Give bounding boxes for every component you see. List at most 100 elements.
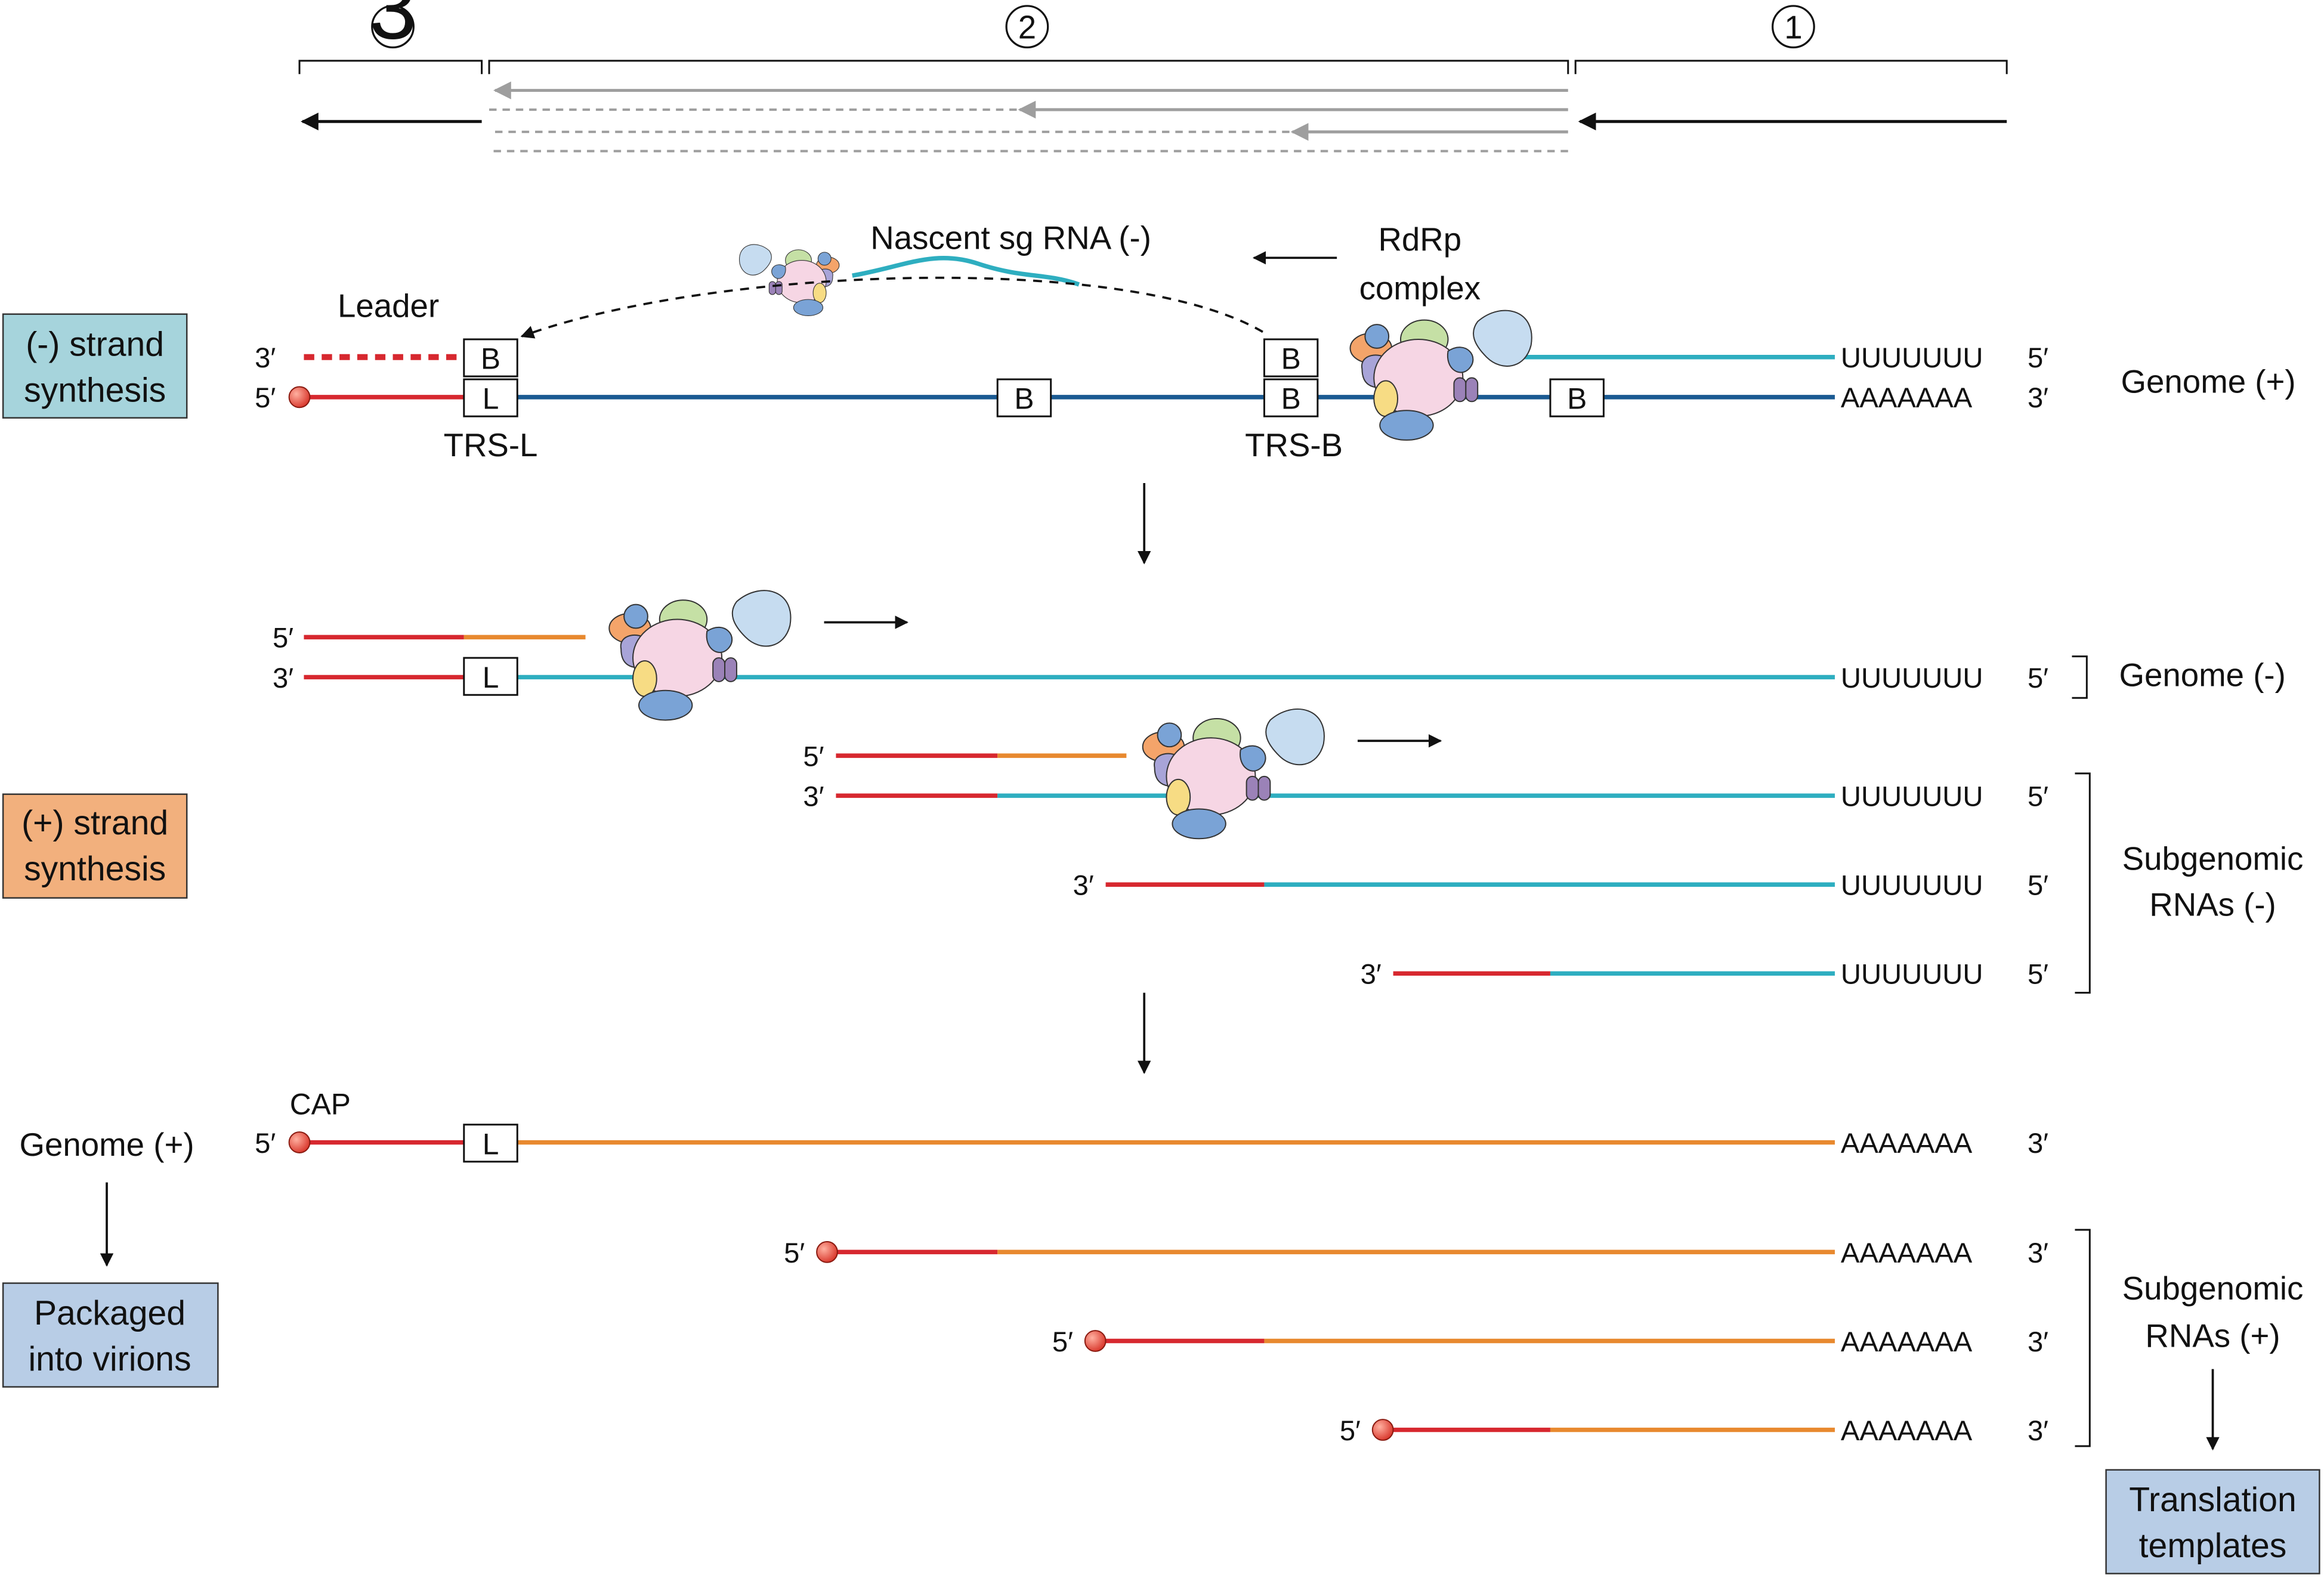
- genome-plus-label: Genome (+): [2121, 363, 2296, 400]
- genome-minus-label: Genome (-): [2119, 657, 2285, 693]
- tag-plus-line2: synthesis: [24, 850, 166, 888]
- box-l-product: [463, 1124, 518, 1163]
- sgp1-cap-icon: [816, 1241, 838, 1263]
- box-b-right: [1549, 378, 1605, 417]
- rdrp-label-line1: RdRp: [1378, 221, 1461, 258]
- box-b-trs-upper-text: B: [1281, 342, 1301, 376]
- sg-minus-label-line2: RNAs (-): [2149, 886, 2276, 923]
- box-b-leader-text: B: [481, 342, 500, 376]
- bracket-3: [298, 60, 483, 75]
- sg-plus-label-line1: Subgenomic: [2122, 1270, 2304, 1307]
- g-minus-5prime: 5′: [273, 623, 293, 654]
- sgp3-polya: AAAAAAA: [1841, 1415, 1973, 1447]
- bracket-sg-minus: [2075, 772, 2091, 994]
- sg1-polyu: UUUUUUU: [1841, 781, 1983, 813]
- top-scheme: 3 2 1: [298, 0, 2008, 153]
- polya-label: AAAAAAA: [1841, 382, 1973, 414]
- product-genome-polya: AAAAAAA: [1841, 1128, 1973, 1159]
- stage-products: Genome (+) Packaged into virions CAP L 5…: [2, 1087, 2320, 1574]
- box-l-product-text: L: [483, 1127, 499, 1161]
- stage-plus-synthesis: (+) strand synthesis L 5′ 3′ UUUUUUU 5′ …: [2, 590, 2304, 1075]
- tag-translation: [2105, 1469, 2320, 1574]
- rdrp-label-line2: complex: [1359, 270, 1481, 307]
- label-5prime-right: 5′: [2028, 342, 2048, 374]
- product-genome-3prime: 3′: [2028, 1128, 2048, 1159]
- box-l-text: L: [483, 382, 499, 416]
- box-l-genome-minus-text: L: [483, 661, 499, 694]
- sg3-5prime-right: 5′: [2028, 959, 2048, 991]
- g-minus-polyu: UUUUUUU: [1841, 663, 1983, 694]
- trs-l-label: TRS-L: [444, 427, 538, 463]
- label-3prime: 3′: [255, 342, 276, 374]
- genome-plus-product-label: Genome (+): [19, 1127, 194, 1163]
- translation-line2: templates: [2139, 1527, 2287, 1565]
- bracket-sg-plus: [2075, 1229, 2091, 1447]
- step-2-circle: [1005, 5, 1049, 49]
- box-l: [463, 378, 518, 417]
- sg2-3prime: 3′: [1073, 870, 1094, 902]
- sg1-5prime-right: 5′: [2028, 781, 2048, 813]
- box-b-middle-text: B: [1014, 382, 1034, 416]
- packaged-line1: Packaged: [34, 1294, 186, 1332]
- nascent-sg-label: Nascent sg RNA (-): [870, 219, 1151, 256]
- sg1-3prime: 3′: [803, 781, 824, 813]
- box-b-trs-text: B: [1281, 382, 1301, 416]
- sgp2-cap-icon: [1084, 1330, 1107, 1352]
- step-1-circle: [1772, 5, 1815, 49]
- sg-minus-label-line1: Subgenomic: [2122, 840, 2304, 877]
- sg1-5prime: 5′: [803, 741, 824, 772]
- bracket-1: [1574, 60, 2008, 75]
- step-1-number: 1: [1784, 10, 1802, 46]
- rdrp-complex-genome-minus: [608, 590, 792, 721]
- translation-line1: Translation: [2129, 1481, 2296, 1519]
- label-3prime-right: 3′: [2028, 382, 2048, 414]
- rdrp-complex-stage1: [1349, 310, 1532, 441]
- template-switch-arrow: [520, 276, 1263, 339]
- packaged-line2: into virions: [28, 1340, 191, 1378]
- sg2-polyu: UUUUUUU: [1841, 870, 1983, 902]
- bracket-2: [488, 60, 1569, 75]
- sgp2-5prime: 5′: [1052, 1326, 1073, 1358]
- sg3-3prime: 3′: [1361, 959, 1382, 991]
- g-minus-5prime-right: 5′: [2028, 663, 2048, 694]
- step-3-number: 3: [369, 0, 416, 57]
- sgp3-3prime: 3′: [2028, 1415, 2048, 1447]
- cap-icon: [288, 386, 311, 409]
- cap-label: CAP: [290, 1087, 351, 1121]
- sg3-polyu: UUUUUUU: [1841, 959, 1983, 991]
- nascent-sg-strand: [852, 255, 1080, 287]
- sgp3-5prime: 5′: [1340, 1415, 1361, 1447]
- product-genome-cap-icon: [288, 1131, 311, 1153]
- polyu-label: UUUUUUU: [1841, 342, 1983, 374]
- step-2-number: 2: [1018, 10, 1036, 46]
- sgp1-3prime: 3′: [2028, 1237, 2048, 1269]
- sgp2-polya: AAAAAAA: [1841, 1326, 1973, 1358]
- tag-minus-strand: [2, 313, 188, 419]
- box-b-middle: [996, 378, 1052, 417]
- product-genome-5prime: 5′: [255, 1128, 276, 1159]
- box-b-trs-upper: [1263, 338, 1319, 378]
- box-b-trs: [1263, 378, 1319, 417]
- step-3-circle: [371, 5, 415, 49]
- rdrp-complex-nascent: [739, 244, 840, 316]
- trs-b-label: TRS-B: [1245, 427, 1343, 463]
- bracket-genome-minus: [2072, 655, 2088, 699]
- label-5prime: 5′: [255, 382, 276, 414]
- tag-plus-line1: (+) strand: [21, 804, 168, 842]
- sg-plus-label-line2: RNAs (+): [2145, 1317, 2280, 1354]
- box-b-right-text: B: [1567, 382, 1587, 416]
- sgp2-3prime: 3′: [2028, 1326, 2048, 1358]
- tag-packaged: [2, 1282, 219, 1388]
- sg2-5prime-right: 5′: [2028, 870, 2048, 902]
- box-b-leader: [463, 338, 518, 378]
- box-l-genome-minus: [463, 657, 518, 696]
- rdrp-complex-sg1: [1142, 708, 1325, 840]
- sgp3-cap-icon: [1371, 1419, 1394, 1441]
- stage-minus-synthesis: (-) strand synthesis 3′ 5′ Leader B L TR…: [2, 219, 2296, 565]
- g-minus-3prime: 3′: [273, 663, 293, 694]
- tag-minus-line1: (-) strand: [26, 325, 164, 363]
- sgp1-5prime: 5′: [784, 1237, 805, 1269]
- leader-label: Leader: [338, 288, 439, 324]
